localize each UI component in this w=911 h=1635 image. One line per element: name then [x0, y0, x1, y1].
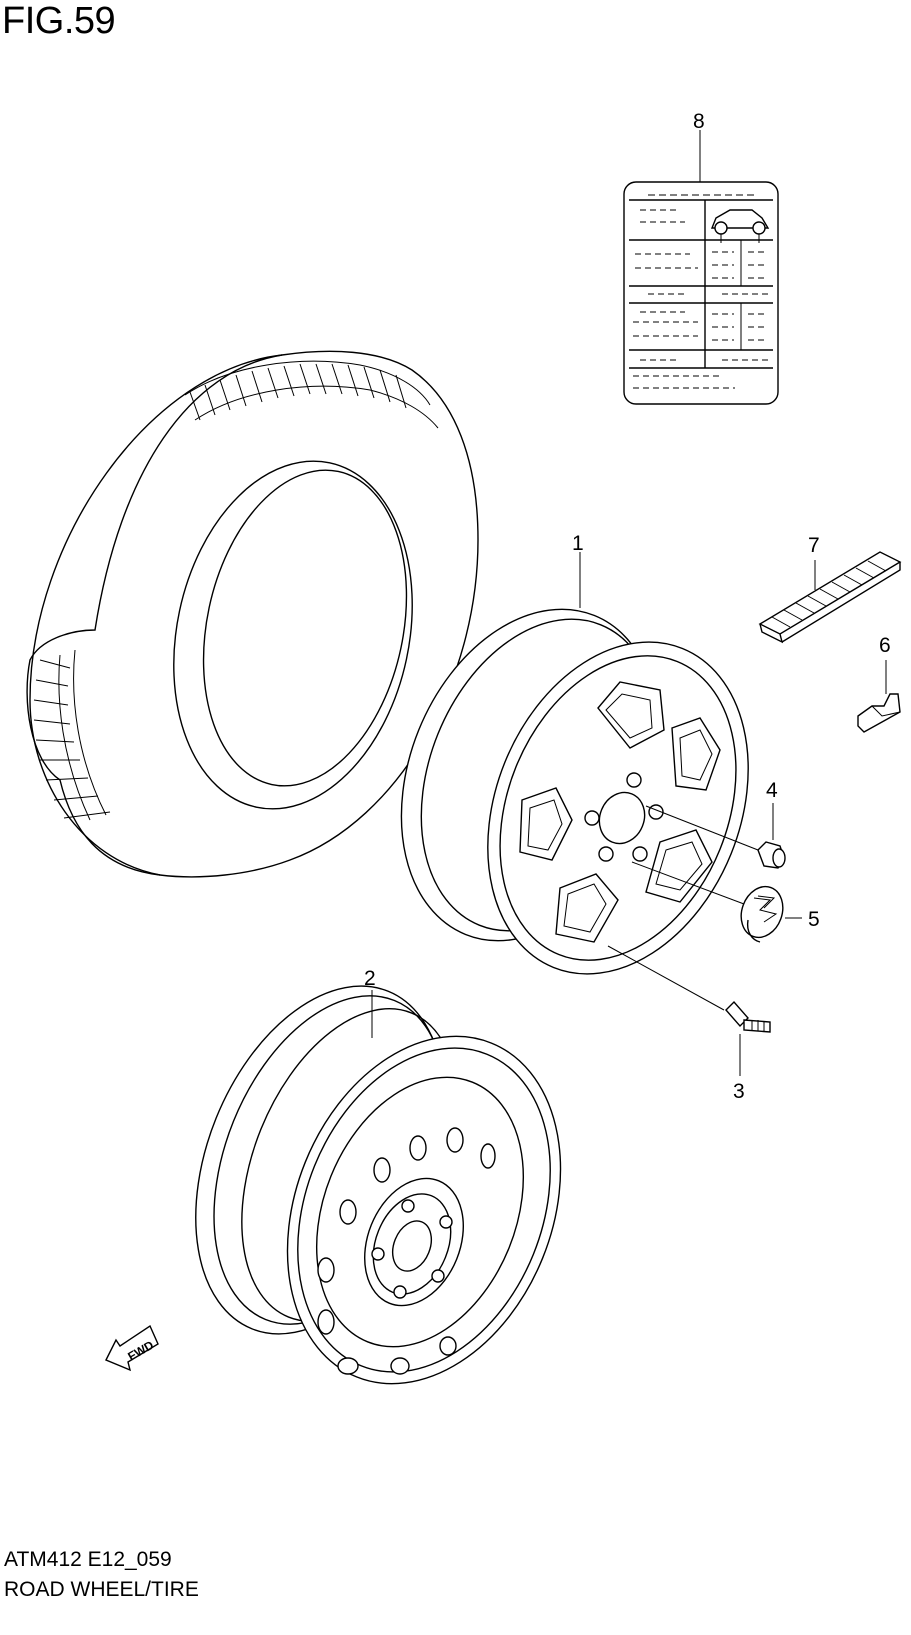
callout-8: 8 [693, 110, 705, 133]
figure-code: ATM412 E12_059 [4, 1548, 172, 1571]
clip-weight-icon[interactable] [857, 660, 901, 733]
tire-icon[interactable] [26, 350, 479, 878]
fwd-arrow-icon: FWD [105, 1324, 159, 1372]
alloy-wheel-icon[interactable] [354, 552, 795, 1013]
tire-label-icon[interactable] [623, 130, 779, 405]
callout-5: 5 [808, 908, 820, 931]
callout-4: 4 [766, 779, 778, 802]
valve-icon[interactable] [607, 945, 771, 1076]
balance-weight-icon[interactable] [758, 551, 902, 644]
callout-7: 7 [808, 534, 820, 557]
callout-2: 2 [364, 967, 376, 990]
center-cap-icon[interactable] [631, 861, 802, 943]
callout-1: 1 [572, 532, 584, 555]
callout-6: 6 [879, 634, 891, 657]
figure-caption: ROAD WHEEL/TIRE [4, 1578, 199, 1601]
wheel-nut-icon[interactable] [645, 803, 786, 869]
figure-title: FIG.59 [2, 0, 116, 42]
callout-3: 3 [733, 1080, 745, 1103]
steel-wheel-icon[interactable] [148, 949, 610, 1425]
